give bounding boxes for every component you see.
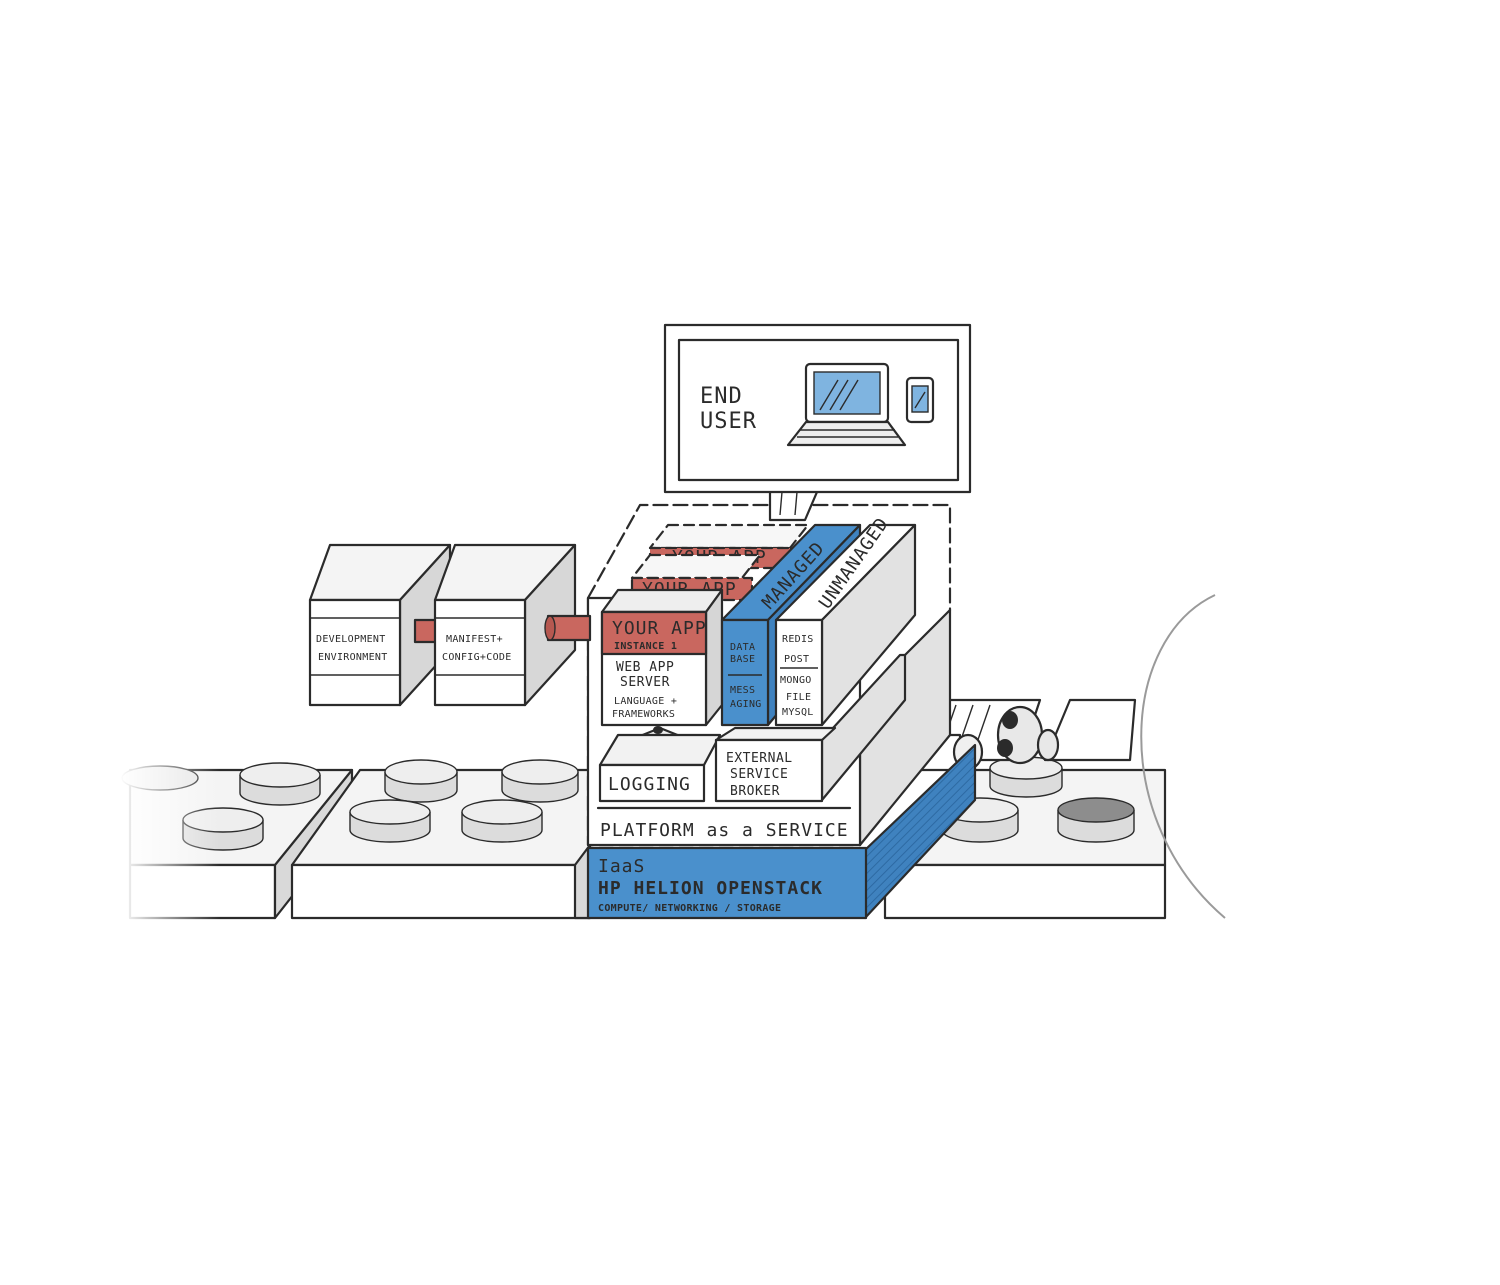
- lego-stud: [461, 799, 543, 843]
- logging-label: LOGGING: [608, 774, 691, 795]
- service-broker-block: EXTERNAL SERVICE BROKER: [714, 653, 907, 803]
- config-code-label: CONFIG+CODE: [442, 652, 512, 663]
- lego-stud: [349, 799, 431, 843]
- redis-label: REDIS: [782, 634, 814, 645]
- messaging-label-2: AGING: [730, 699, 762, 710]
- end-user-label-2: USER: [700, 409, 757, 434]
- lego-baseplate-right: [883, 756, 1167, 920]
- magnifier-circle: [1140, 594, 1226, 919]
- web-app-server-label: WEB APP: [616, 660, 674, 675]
- frameworks-label: LANGUAGE +: [614, 696, 677, 707]
- database-label-2: BASE: [730, 654, 755, 665]
- web-app-server-label-2: SERVER: [620, 675, 670, 690]
- environment-label: ENVIRONMENT: [318, 652, 388, 663]
- unmanaged-services-column: UNMANAGED REDIS POST MONGO FILE MYSQL: [774, 514, 917, 727]
- mongo-label: MONGO: [780, 675, 812, 686]
- messaging-label: MESS: [730, 685, 755, 696]
- lego-stud: [239, 762, 321, 806]
- broker-label: EXTERNAL: [726, 751, 793, 766]
- lego-baseplate-middle: [290, 759, 592, 920]
- logging-block: LOGGING: [598, 733, 722, 803]
- broker-label-2: SERVICE: [730, 767, 788, 782]
- development-label: DEVELOPMENT: [316, 634, 386, 645]
- file-label: FILE: [786, 692, 811, 703]
- platform-label: PLATFORM as a SERVICE: [600, 820, 849, 841]
- postgres-label: POST: [784, 654, 809, 665]
- end-user-panel: END USER: [663, 323, 972, 494]
- iaas-block: IaaS HP HELION OPENSTACK COMPUTE/ NETWOR…: [586, 743, 977, 920]
- iaas-product-label: HP HELION OPENSTACK: [598, 878, 823, 899]
- mysql-label: MYSQL: [782, 707, 814, 718]
- app-title: YOUR APP: [612, 618, 707, 639]
- lego-stud: [1057, 797, 1135, 843]
- lego-stud: [501, 759, 579, 803]
- laptop-icon: [786, 362, 907, 447]
- end-user-label: END: [700, 384, 743, 409]
- connector-pipe-to-paas: [544, 614, 592, 642]
- iaas-label: IaaS: [598, 856, 645, 877]
- iaas-resources-label: COMPUTE/ NETWORKING / STORAGE: [598, 903, 781, 914]
- manifest-label: MANIFEST+: [446, 634, 503, 645]
- frameworks-label-2: FRAMEWORKS: [612, 709, 675, 720]
- app-instance-label: INSTANCE 1: [614, 641, 677, 652]
- database-label: DATA: [730, 642, 755, 653]
- lego-stud: [384, 759, 458, 803]
- lego-stud: [989, 756, 1063, 798]
- broker-label-3: BROKER: [730, 784, 780, 799]
- phone-icon: [905, 376, 935, 424]
